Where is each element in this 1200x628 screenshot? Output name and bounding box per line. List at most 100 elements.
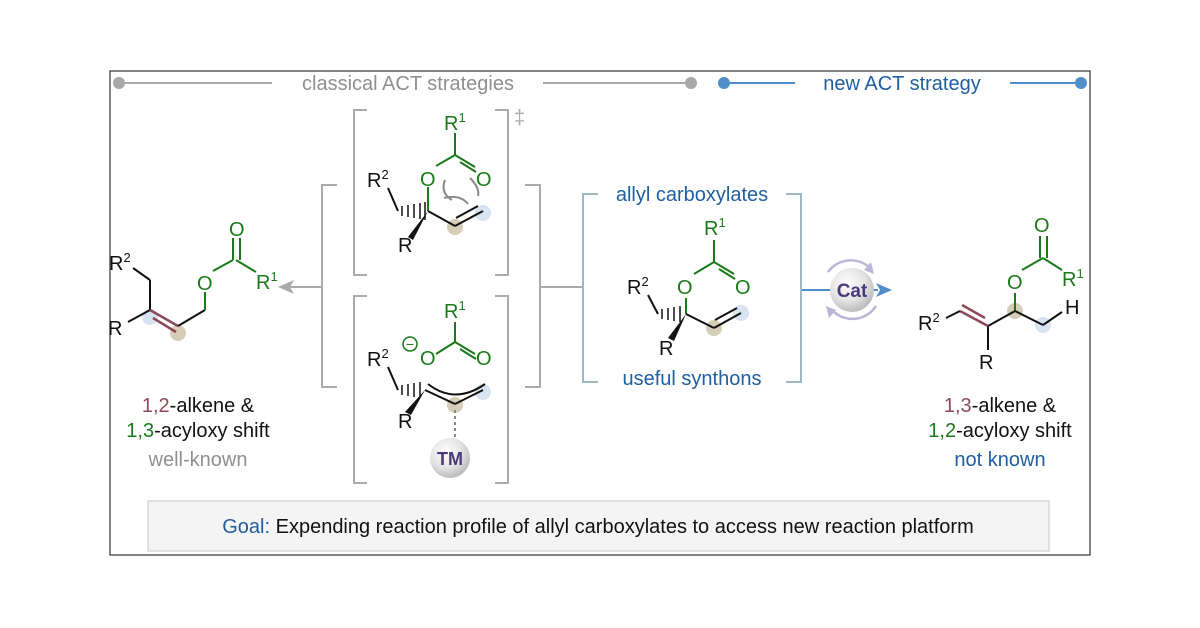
bond-green [713, 261, 735, 275]
bond-green [212, 259, 234, 272]
ts-cyclic-left-bracket [353, 109, 367, 276]
bond-green [718, 268, 736, 280]
bond-green [459, 348, 477, 360]
atom-o: O [229, 219, 245, 241]
bond-green [435, 154, 456, 167]
bond-green [454, 154, 476, 168]
bond-green [459, 161, 477, 173]
bond [714, 307, 738, 321]
atom-r1: R1 [444, 110, 466, 135]
cycle-arc [833, 305, 878, 321]
wedge-bond [408, 211, 428, 240]
bond [132, 267, 151, 281]
new-header-label: new ACT strategy [823, 73, 980, 95]
atom-r1: R1 [1062, 266, 1084, 291]
atom-r2: R2 [918, 310, 940, 335]
allyl-delocalization [427, 383, 486, 396]
atom-r: R [108, 318, 122, 340]
ts-cyclic-right-bracket [495, 109, 509, 276]
tm-label: TM [437, 449, 463, 469]
atom-r: R [979, 352, 993, 374]
bond [987, 310, 1016, 327]
alkene-bond [152, 316, 177, 334]
new-right-dot [1075, 77, 1087, 89]
alkene-bond [961, 303, 986, 320]
cycle-arc [826, 259, 871, 273]
cycle-arrow-head [826, 306, 836, 318]
atom-r: R [659, 338, 673, 360]
left-product-structure: R2 R O O R1 [108, 219, 278, 341]
bond [647, 294, 659, 315]
right-caption-line2: 1,2-acyloxy shift [928, 420, 1072, 442]
right-status: not known [954, 449, 1045, 471]
left-caption-line1: 1,2-alkene & [142, 395, 255, 417]
classical-left-dot [113, 77, 125, 89]
atom-o: O [197, 273, 213, 295]
outer-right-bracket [525, 184, 541, 388]
hashed-bond [401, 202, 426, 220]
left-caption-line2: 1,3-acyloxy shift [126, 420, 270, 442]
highlight-dot [447, 219, 463, 235]
classical-right-dot [685, 77, 697, 89]
bond [1042, 311, 1063, 326]
ts-tm-structure: R1 − O O R2 R TM [367, 298, 492, 478]
atom-o: O [476, 169, 492, 191]
atom-r2: R2 [627, 274, 649, 299]
substrate-bottom-label: useful synthons [623, 368, 762, 390]
bond [455, 205, 479, 219]
goal-text: Goal: Expending reaction profile of ally… [222, 516, 974, 538]
substrate-left-bracket [582, 193, 598, 383]
bond [454, 210, 484, 227]
classical-header: classical ACT strategies [113, 73, 697, 95]
reaction-arrow-head [876, 283, 892, 297]
goal-body: Expending reaction profile of allyl carb… [270, 516, 974, 538]
bond [1014, 310, 1044, 326]
atom-r: R [398, 235, 412, 257]
ts-tm-right-bracket [495, 295, 509, 484]
catalyst-badge: Cat [826, 259, 878, 321]
atom-r: R [398, 411, 412, 433]
bond [685, 313, 715, 329]
atom-o: O [476, 348, 492, 370]
substrate-structure: R1 O O R2 R [627, 215, 751, 360]
bond [387, 187, 399, 212]
highlight-dot [170, 325, 186, 341]
bond [177, 309, 206, 327]
bond [454, 389, 484, 405]
bond [424, 389, 456, 405]
wedge-bond [405, 390, 425, 415]
bond-green [1021, 257, 1044, 271]
goal-box [147, 500, 1050, 552]
bond [713, 312, 742, 329]
charge-circle [402, 336, 418, 352]
atom-o: O [677, 277, 693, 299]
bond-green [1042, 257, 1063, 271]
highlight-dot [475, 205, 491, 221]
atom-o: O [735, 277, 751, 299]
bond [945, 310, 961, 319]
ts-cyclic-structure: O R1 O R2 R [367, 110, 492, 257]
dagger-symbol: ‡ [514, 107, 525, 129]
bond-green [454, 341, 476, 355]
atom-r1: R1 [704, 215, 726, 240]
curved-arrow [469, 177, 480, 197]
atom-r1: R1 [256, 269, 278, 294]
bond [127, 309, 151, 323]
outer-left-bracket [321, 184, 337, 388]
atom-r2: R2 [109, 250, 131, 275]
tm-sphere [430, 438, 470, 478]
charge-minus: − [406, 336, 414, 352]
bond-green [693, 261, 715, 275]
catalyst-label: Cat [837, 281, 868, 302]
bond-green [435, 341, 456, 355]
new-left-dot [718, 77, 730, 89]
wedge-bond [668, 314, 686, 341]
hashed-bond [661, 306, 681, 322]
catalyst-sphere [830, 268, 874, 312]
left-arrow-head [278, 280, 294, 294]
atom-r1: R1 [444, 298, 466, 323]
outer-frame [109, 70, 1091, 556]
bond [387, 366, 399, 391]
hashed-bond [401, 382, 421, 398]
right-caption-line1: 1,3-alkene & [944, 395, 1057, 417]
